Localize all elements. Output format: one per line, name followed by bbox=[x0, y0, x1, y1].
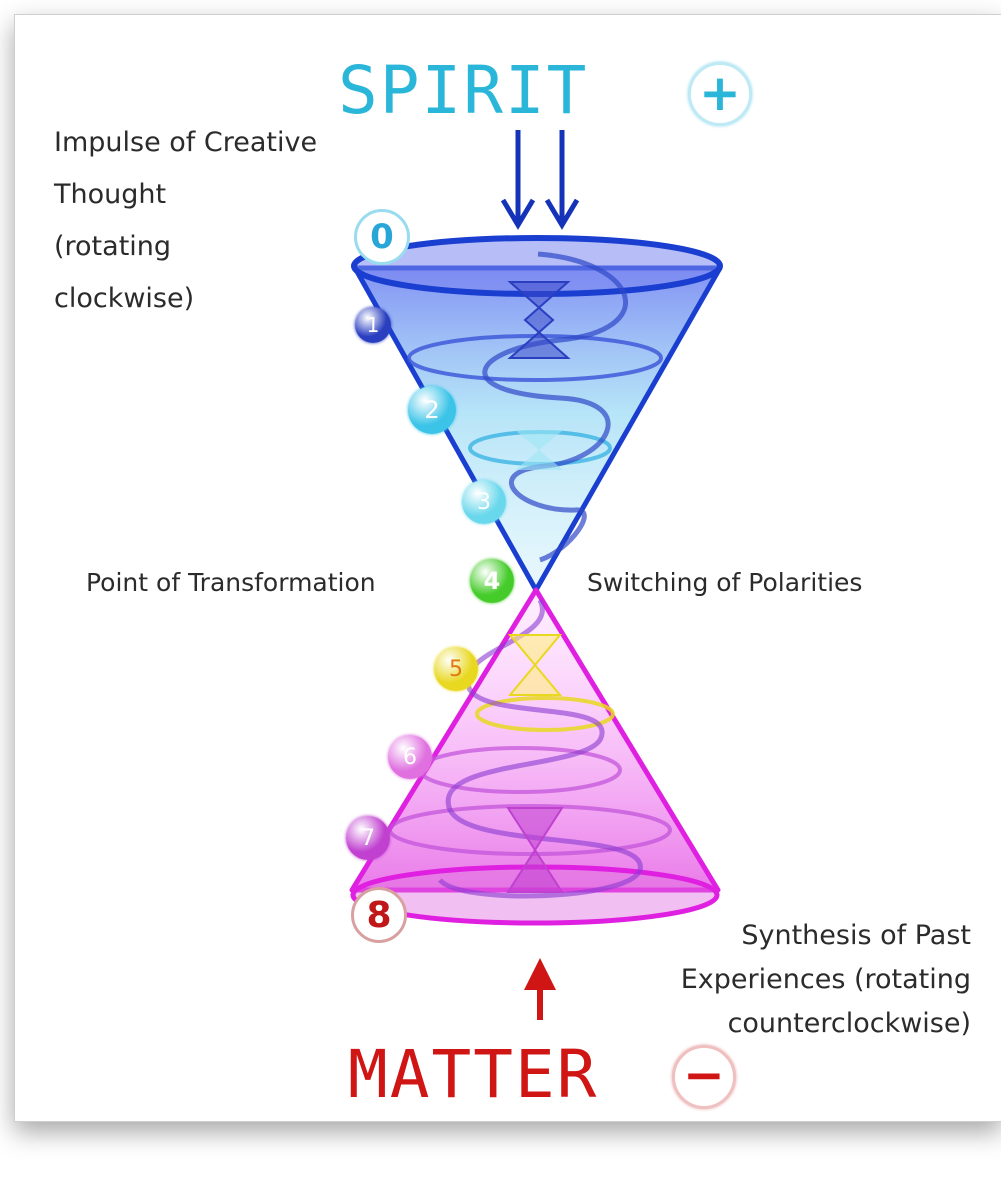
stage-5-number: 5 bbox=[449, 657, 463, 682]
stage-8-marker: 8 bbox=[351, 887, 407, 943]
stage-6-number: 6 bbox=[403, 745, 417, 770]
polarities-note: Switching of Polarities bbox=[587, 565, 862, 600]
synthesis-line-3: counterclockwise) bbox=[681, 1006, 971, 1041]
transformation-note: Point of Transformation bbox=[86, 565, 376, 600]
stage-1-number: 1 bbox=[367, 313, 380, 337]
minus-icon: − bbox=[672, 1045, 736, 1109]
stage-7-marker: 7 bbox=[346, 816, 390, 860]
stage-7-number: 7 bbox=[361, 826, 375, 851]
stage-4-number: 4 bbox=[484, 567, 501, 595]
impulse-line-2: Thought bbox=[54, 177, 317, 212]
spirit-word: SPIRIT bbox=[338, 52, 588, 129]
spirit-label: SPIRIT bbox=[338, 56, 588, 126]
stage-2-marker: 2 bbox=[408, 386, 456, 434]
stage-0-number: 0 bbox=[370, 217, 394, 257]
stage-3-number: 3 bbox=[477, 490, 491, 515]
stage-2-number: 2 bbox=[424, 396, 439, 424]
impulse-line-1: Impulse of Creative bbox=[54, 125, 317, 160]
synthesis-line-1: Synthesis of Past bbox=[681, 918, 971, 953]
stage-4-marker: 4 bbox=[470, 559, 514, 603]
matter-label: MATTER bbox=[348, 1040, 598, 1110]
stage-5-marker: 5 bbox=[434, 647, 478, 691]
synthesis-note: Synthesis of Past Experiences (rotating … bbox=[681, 918, 971, 1041]
matter-word: MATTER bbox=[348, 1036, 598, 1113]
stage-6-marker: 6 bbox=[388, 735, 432, 779]
impulse-note: Impulse of Creative Thought (rotating cl… bbox=[54, 125, 317, 316]
stage-1-marker: 1 bbox=[355, 307, 391, 343]
stage-0-marker: 0 bbox=[354, 209, 410, 265]
impulse-line-3: (rotating bbox=[54, 229, 317, 264]
stage-3-marker: 3 bbox=[462, 480, 506, 524]
synthesis-line-2: Experiences (rotating bbox=[681, 962, 971, 997]
matter-arrow bbox=[524, 958, 556, 1020]
impulse-line-4: clockwise) bbox=[54, 281, 317, 316]
spirit-arrows bbox=[503, 130, 577, 225]
stage-8-number: 8 bbox=[366, 895, 391, 936]
plus-icon: + bbox=[688, 62, 752, 126]
